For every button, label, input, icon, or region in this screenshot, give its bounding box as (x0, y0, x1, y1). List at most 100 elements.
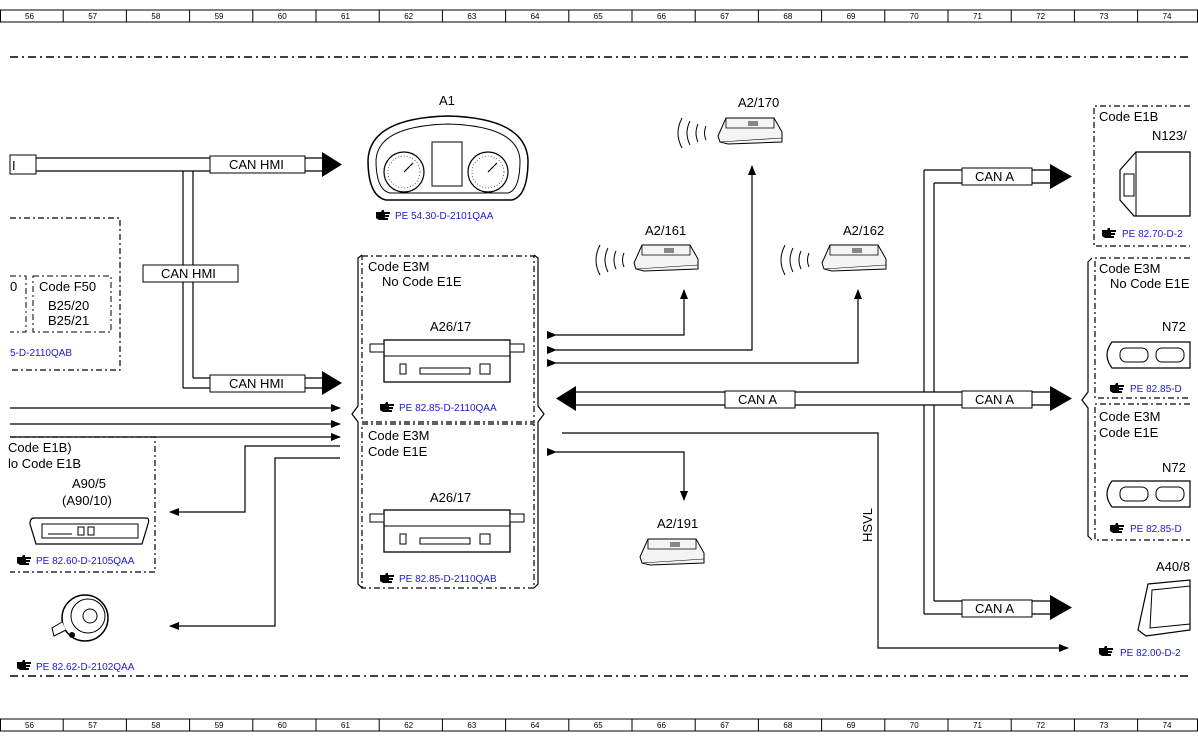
right-n72-top-ref-icon (1110, 383, 1124, 393)
bottom-ruler-col-58: 58 (151, 721, 160, 730)
bottom-ruler-col-56: 56 (25, 721, 34, 730)
top-ruler-col-71: 71 (973, 12, 982, 21)
bottom-ruler-col-70: 70 (910, 721, 919, 730)
can-a-label-box-3 (961, 390, 1033, 409)
right-n72-bottom-box[interactable] (1094, 403, 1190, 541)
right-a40-ref-icon (1099, 646, 1113, 656)
can-hmi-arrow-a26 (322, 371, 342, 395)
right-n72-top-id: N72 (1162, 319, 1186, 334)
a26-17-group (351, 254, 545, 589)
bottom-ruler-col-66: 66 (657, 721, 666, 730)
a26-17-bottom-code-1: Code E3M (368, 428, 429, 443)
can-a-arrow-a40 (1050, 595, 1072, 620)
right-n72-top-ref[interactable]: PE 82.85-D (1130, 384, 1182, 395)
a1-instrument-cluster[interactable]: A1 (367, 93, 529, 201)
can-a-arrow-left (556, 386, 576, 411)
right-n123-ref-icon (1102, 228, 1116, 238)
left-f50-inner-box[interactable] (32, 275, 112, 333)
top-ruler-col-61: 61 (341, 12, 350, 21)
bottom-ruler-col-72: 72 (1036, 721, 1045, 730)
left-f50-inner-box-left (10, 275, 27, 333)
n72-top-switch-panel[interactable] (1106, 341, 1191, 369)
left-e1b-ref[interactable]: PE 82.60-D-2105QAA (36, 556, 135, 567)
left-e1b-id-2: (A90/10) (62, 493, 112, 508)
bottom-ruler-col-60: 60 (278, 721, 287, 730)
a2-162-antenna-module[interactable] (780, 244, 887, 276)
top-ruler-col-68: 68 (783, 12, 792, 21)
a1-ref[interactable]: PE 54.30-D-2101QAA (395, 211, 494, 222)
a2-170-label: A2/170 (738, 95, 779, 110)
right-n72-top-box[interactable] (1094, 257, 1190, 399)
hsvl-wire[interactable] (562, 432, 1069, 652)
right-n72-bottom-id: N72 (1162, 460, 1186, 475)
can-hmi-label-1: CAN HMI (229, 157, 284, 172)
bottom-ruler-col-63: 63 (467, 721, 476, 730)
bottom-ruler-col-74: 74 (1163, 721, 1172, 730)
a26-17-top-module[interactable] (369, 339, 525, 383)
a2-161-antenna-module[interactable] (595, 244, 699, 276)
top-ruler-col-57: 57 (88, 12, 97, 21)
a2-signal-wires (547, 165, 862, 501)
bottom-ruler-col-68: 68 (783, 721, 792, 730)
right-n72-bottom-code-1: Code E3M (1099, 409, 1160, 424)
left-f50-code: Code F50 (39, 279, 96, 294)
a2-191-label: A2/191 (657, 516, 698, 531)
a90-5-control-panel[interactable] (29, 517, 150, 545)
a26-17-bottom-module[interactable] (369, 509, 525, 553)
right-n72-group-bracket (1081, 257, 1093, 541)
right-n72-bottom-ref[interactable]: PE 82.85-D (1130, 524, 1182, 535)
bottom-ruler-col-59: 59 (215, 721, 224, 730)
a26-17-bottom-box[interactable] (361, 423, 535, 589)
can-hmi-arrow-a1 (322, 152, 342, 177)
bottom-ruler-col-67: 67 (720, 721, 729, 730)
right-n123-ref[interactable]: PE 82.70-D-2 (1122, 229, 1183, 240)
can-hmi-label-3: CAN HMI (229, 376, 284, 391)
top-ruler-col-64: 64 (531, 12, 540, 21)
right-a40-id: A40/8 (1156, 559, 1190, 574)
left-e1b-ref-icon (17, 555, 31, 565)
n72-bottom-switch-panel[interactable] (1106, 480, 1191, 508)
top-ruler-col-72: 72 (1036, 12, 1045, 21)
a26-17-bottom-ref[interactable]: PE 82.85-D-2110QAB (399, 574, 497, 585)
top-ruler-col-69: 69 (847, 12, 856, 21)
left-e1b-code-1: Code E1B) (8, 440, 72, 455)
a26-17-bottom-code-2: Code E1E (368, 444, 428, 459)
bottom-ruler-col-57: 57 (88, 721, 97, 730)
a26-17-top-ref[interactable]: PE 82.85-D-2110QAA (399, 403, 497, 414)
right-n72-bottom-ref-icon (1110, 523, 1124, 533)
can-a-label-box-2 (961, 167, 1033, 186)
top-ruler-col-66: 66 (657, 12, 666, 21)
top-ruler-col-63: 63 (467, 12, 476, 21)
bottom-ruler-col-73: 73 (1099, 721, 1108, 730)
can-a-label-box-1 (724, 390, 796, 409)
can-a-arrow-n72 (1050, 386, 1072, 411)
speaker-icon[interactable] (51, 594, 109, 642)
a2-170-antenna-module[interactable] (677, 117, 783, 149)
a26-17-top-box[interactable] (361, 255, 535, 423)
top-ruler-col-59: 59 (215, 12, 224, 21)
left-f50-ref[interactable]: 5-D-2110QAB (10, 348, 72, 359)
a26-17-bottom-ref-icon (380, 573, 394, 583)
bottom-ruler-col-64: 64 (531, 721, 540, 730)
left-e1b-id-1: A90/5 (72, 476, 106, 491)
left-partial-label: I (12, 158, 16, 173)
bottom-ruler-col-65: 65 (594, 721, 603, 730)
can-hmi-label-box-2 (142, 264, 239, 283)
a2-191-module[interactable] (639, 538, 705, 566)
right-n123-id: N123/ (1152, 128, 1187, 143)
right-n123-code: Code E1B (1099, 109, 1158, 124)
left-e1b-box[interactable] (10, 436, 156, 573)
left-partial-connector (9, 154, 37, 175)
n123-module[interactable] (1119, 151, 1191, 217)
right-a40-ref[interactable]: PE 82.00-D-2 (1120, 648, 1181, 659)
right-n72-bottom-code-2: Code E1E (1099, 425, 1159, 440)
a1-label: A1 (439, 93, 455, 108)
top-ruler-col-67: 67 (720, 12, 729, 21)
right-n123-box[interactable] (1093, 105, 1190, 247)
speaker-ref[interactable]: PE 82.62-D-2102QAA (36, 662, 135, 673)
speaker-ref-icon (17, 660, 31, 670)
a40-8-display[interactable] (1137, 579, 1191, 637)
bottom-ruler-col-69: 69 (847, 721, 856, 730)
right-n72-top-code-2: No Code E1E (1110, 276, 1190, 291)
